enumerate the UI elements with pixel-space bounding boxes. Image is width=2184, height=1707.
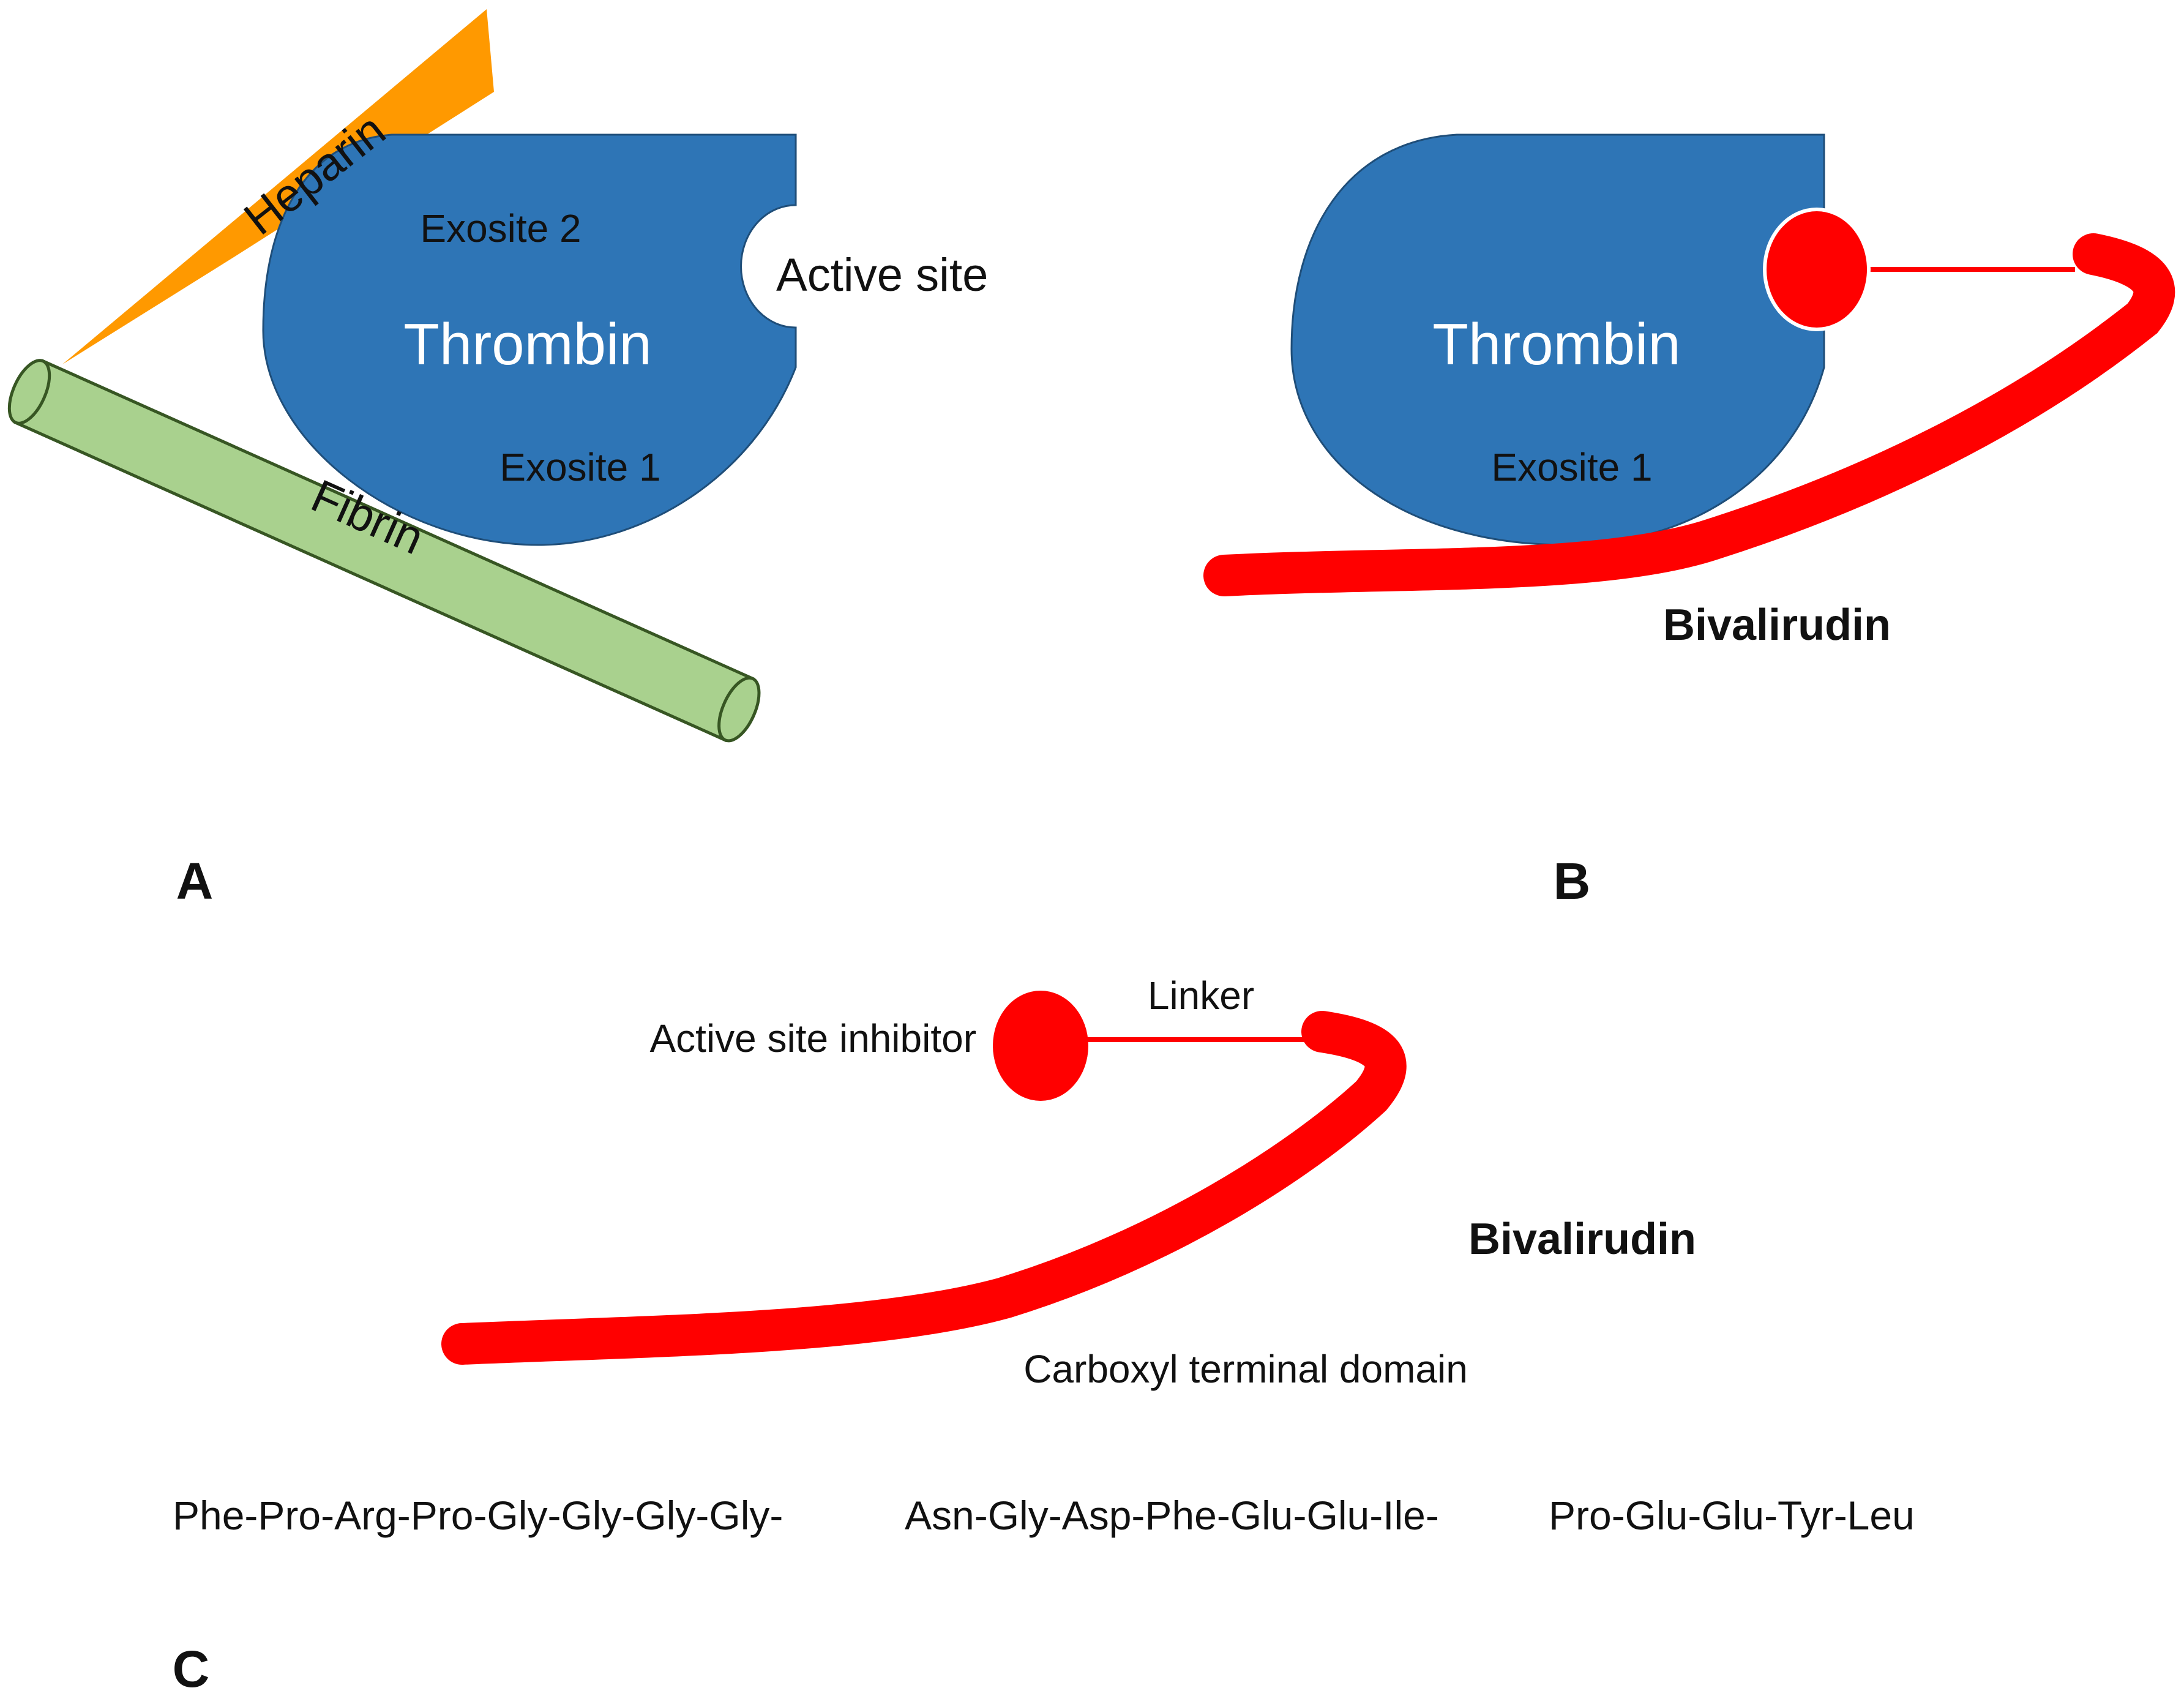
exosite1-label-b: Exosite 1 [1491,445,1652,489]
thrombin-label-b: Thrombin [1432,312,1680,377]
active-site-inhibitor-label: Active site inhibitor [649,1016,976,1060]
panel-b-label: B [1554,852,1591,910]
panel-c-label: C [173,1640,210,1698]
active-site-inhibitor-b [1763,208,1871,331]
thrombin-label-a: Thrombin [403,312,651,377]
thrombin-shape-a [262,133,797,546]
bivalirudin-ribbon-c [441,1011,1407,1365]
thrombin-shape-b [1290,133,1825,546]
panel-a: Heparin Thrombin Exosite 2 Exosite 1 Act… [7,9,988,910]
linker-label: Linker [1148,974,1254,1018]
bivalirudin-label-c: Bivalirudin [1468,1215,1696,1264]
panel-b: Thrombin Exosite 1 Bivalirudin B [1203,133,2175,910]
heparin-shape [62,9,494,364]
carboxyl-domain-label: Carboxyl terminal domain [1023,1347,1468,1391]
panel-a-label: A [176,852,214,910]
sequence-part-3: Pro-Glu-Glu-Tyr-Leu [1549,1493,1915,1538]
sequence-part-1: Phe-Pro-Arg-Pro-Gly-Gly-Gly-Gly- [173,1493,783,1538]
fibrin-cylinder [7,359,761,743]
exosite2-label: Exosite 2 [420,206,581,250]
exosite1-label-a: Exosite 1 [499,445,660,489]
active-site-label: Active site [776,249,988,301]
sequence-part-2: Asn-Gly-Asp-Phe-Glu-Glu-Ile- [905,1493,1439,1538]
bivalirudin-label-b: Bivalirudin [1663,601,1891,650]
bivalirudin-ribbon-b [1203,233,2175,596]
active-site-inhibitor-c [993,991,1088,1101]
panel-c: Active site inhibitor Linker Bivalirudin… [173,974,1915,1698]
